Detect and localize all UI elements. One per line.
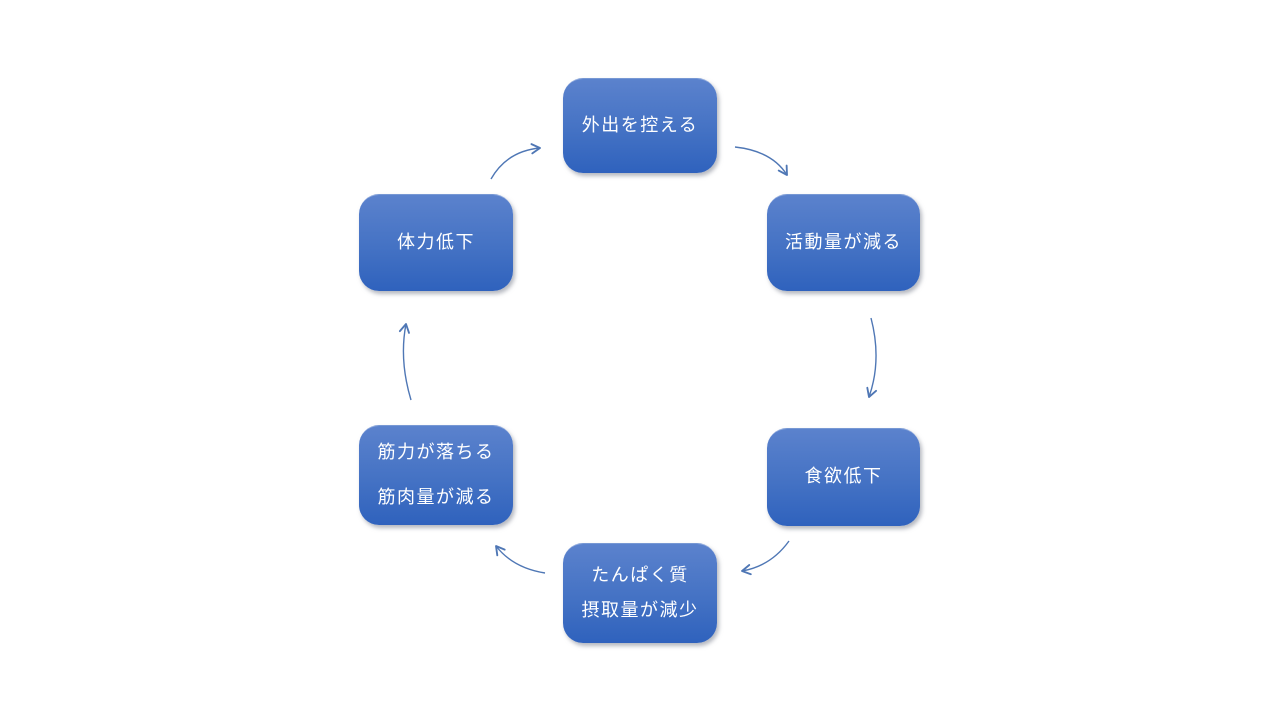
node-muscle-strength-mass-decline: 筋力が落ちる 筋肉量が減る [359,425,513,525]
node-protein-intake-decreases: たんぱく質 摂取量が減少 [563,543,717,643]
arrow-refrain-to-activity [734,146,788,176]
node-activity-decreases: 活動量が減る [767,194,920,291]
arrow-activity-to-appetite [866,317,878,398]
node-appetite-declines: 食欲低下 [767,428,920,526]
node-label: 食欲低下 [804,466,883,488]
arrow-muscle-to-stamina [398,323,412,401]
arrow-protein-to-muscle [495,545,546,574]
node-label: たんぱく質 摂取量が減少 [581,565,699,621]
node-physical-strength-declines: 体力低下 [359,194,513,291]
node-label: 体力低下 [397,231,475,253]
arrow-stamina-to-refrain [490,143,541,180]
node-label: 活動量が減る [785,231,902,253]
node-label: 筋力が落ちる 筋肉量が減る [377,442,495,508]
node-label: 外出を控える [581,114,699,136]
arrow-appetite-to-protein [741,540,790,576]
node-refrain-from-going-out: 外出を控える [563,78,717,173]
